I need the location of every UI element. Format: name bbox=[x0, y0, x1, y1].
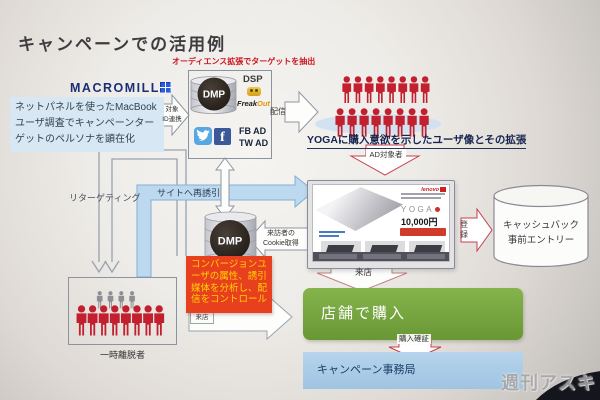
audience-caption: オーディエンス拡張でターゲットを抽出 bbox=[172, 57, 316, 66]
dmp2-label: DMP bbox=[218, 236, 242, 248]
ad-target-label: AD対象者 bbox=[366, 149, 406, 160]
cashback-db-label: キャッシュバック事前エントリー bbox=[502, 220, 579, 246]
store-purchase-box: 店舗で購入 bbox=[303, 288, 523, 340]
freakout-out: Out bbox=[257, 99, 270, 108]
fb-ad-label: FB AD bbox=[239, 126, 267, 136]
campaign-button bbox=[400, 228, 446, 236]
cashback-price: 10,000円 bbox=[401, 217, 438, 227]
macromill-note: ネットパネルを使ったMacBookユーザ調査でキャンペーンターゲットのペルソナを… bbox=[10, 97, 164, 152]
screen-text-bar bbox=[401, 197, 441, 199]
visitor-cookie-line2: Cookie取得 bbox=[263, 240, 299, 247]
dmp1-label: DMP bbox=[203, 90, 226, 101]
store-purchase-label: 店舗で購入 bbox=[321, 305, 407, 322]
register-arrow bbox=[460, 207, 493, 253]
freakout-freak: Freak bbox=[237, 99, 258, 108]
retargeting-label: リターゲティング bbox=[69, 193, 141, 203]
id-link-line2: ID連携 bbox=[162, 115, 182, 123]
facebook-icon: f bbox=[214, 128, 231, 145]
purchase-proof-label: 購入確証 bbox=[397, 334, 431, 345]
audience-people-row-1 bbox=[342, 76, 430, 104]
dropout-users-label: 一時離脱者 bbox=[100, 350, 146, 360]
id-link-line1: 対象 bbox=[165, 106, 179, 113]
campaign-office-box: キャンペーン事務局 bbox=[303, 352, 523, 389]
site-return-label: サイトへ再誘引 bbox=[157, 188, 221, 198]
dropout-users-box bbox=[68, 277, 177, 345]
yoga-audience-heading: YOGAに購入意欲を示したユーザ像とその拡張 bbox=[307, 132, 527, 149]
register-label: 登録 bbox=[460, 220, 468, 240]
delivery-label: 配信 bbox=[270, 107, 286, 116]
twitter-icon bbox=[194, 127, 212, 145]
yoga-product-name: YOGA bbox=[401, 205, 441, 214]
tw-ad-label: TW AD bbox=[239, 138, 269, 148]
campaign-office-label: キャンペーン事務局 bbox=[317, 364, 416, 376]
dsp-label: DSP bbox=[243, 74, 263, 85]
yoga-product-text: YOGA bbox=[401, 205, 435, 214]
campaign-site-monitor: lenovo YOGA 10,000円 bbox=[307, 180, 455, 269]
conversion-analysis-box: コンバージョンユーザの属性、誘引媒体を分析し、配信をコントロール bbox=[186, 256, 272, 313]
audience-extension-box bbox=[188, 70, 272, 159]
store-visit-label: 来店 bbox=[355, 267, 373, 277]
freakout-logo-text: FreakOut bbox=[237, 99, 270, 108]
screen-link-bar bbox=[319, 235, 339, 237]
yoga-laptop-photo bbox=[315, 187, 403, 231]
screen-navbar bbox=[313, 252, 449, 261]
cashback-database bbox=[493, 184, 589, 268]
macromill-logo-text: MACROMILL bbox=[70, 81, 160, 95]
delivery-arrow bbox=[284, 90, 319, 134]
campaign-site-screen: lenovo YOGA 10,000円 bbox=[312, 184, 450, 262]
lenovo-logo-text: lenovo bbox=[421, 187, 439, 193]
store-visit-label-2: 来店 bbox=[190, 312, 214, 324]
visitor-cookie-line1: 来訪者の bbox=[267, 230, 295, 237]
watermark: 週刊アスキー bbox=[501, 373, 596, 400]
dmp-database-1: DMP bbox=[190, 76, 237, 114]
screen-link-bar bbox=[319, 231, 345, 233]
slide-title: キャンペーンでの活用例 bbox=[18, 35, 227, 54]
macromill-logo-icon bbox=[160, 82, 171, 93]
lenovo-logo: lenovo bbox=[421, 187, 446, 193]
id-link-label: 対象 ID連携 bbox=[158, 105, 186, 125]
screen-text-bar bbox=[401, 193, 445, 195]
freakout-icon bbox=[247, 87, 261, 96]
